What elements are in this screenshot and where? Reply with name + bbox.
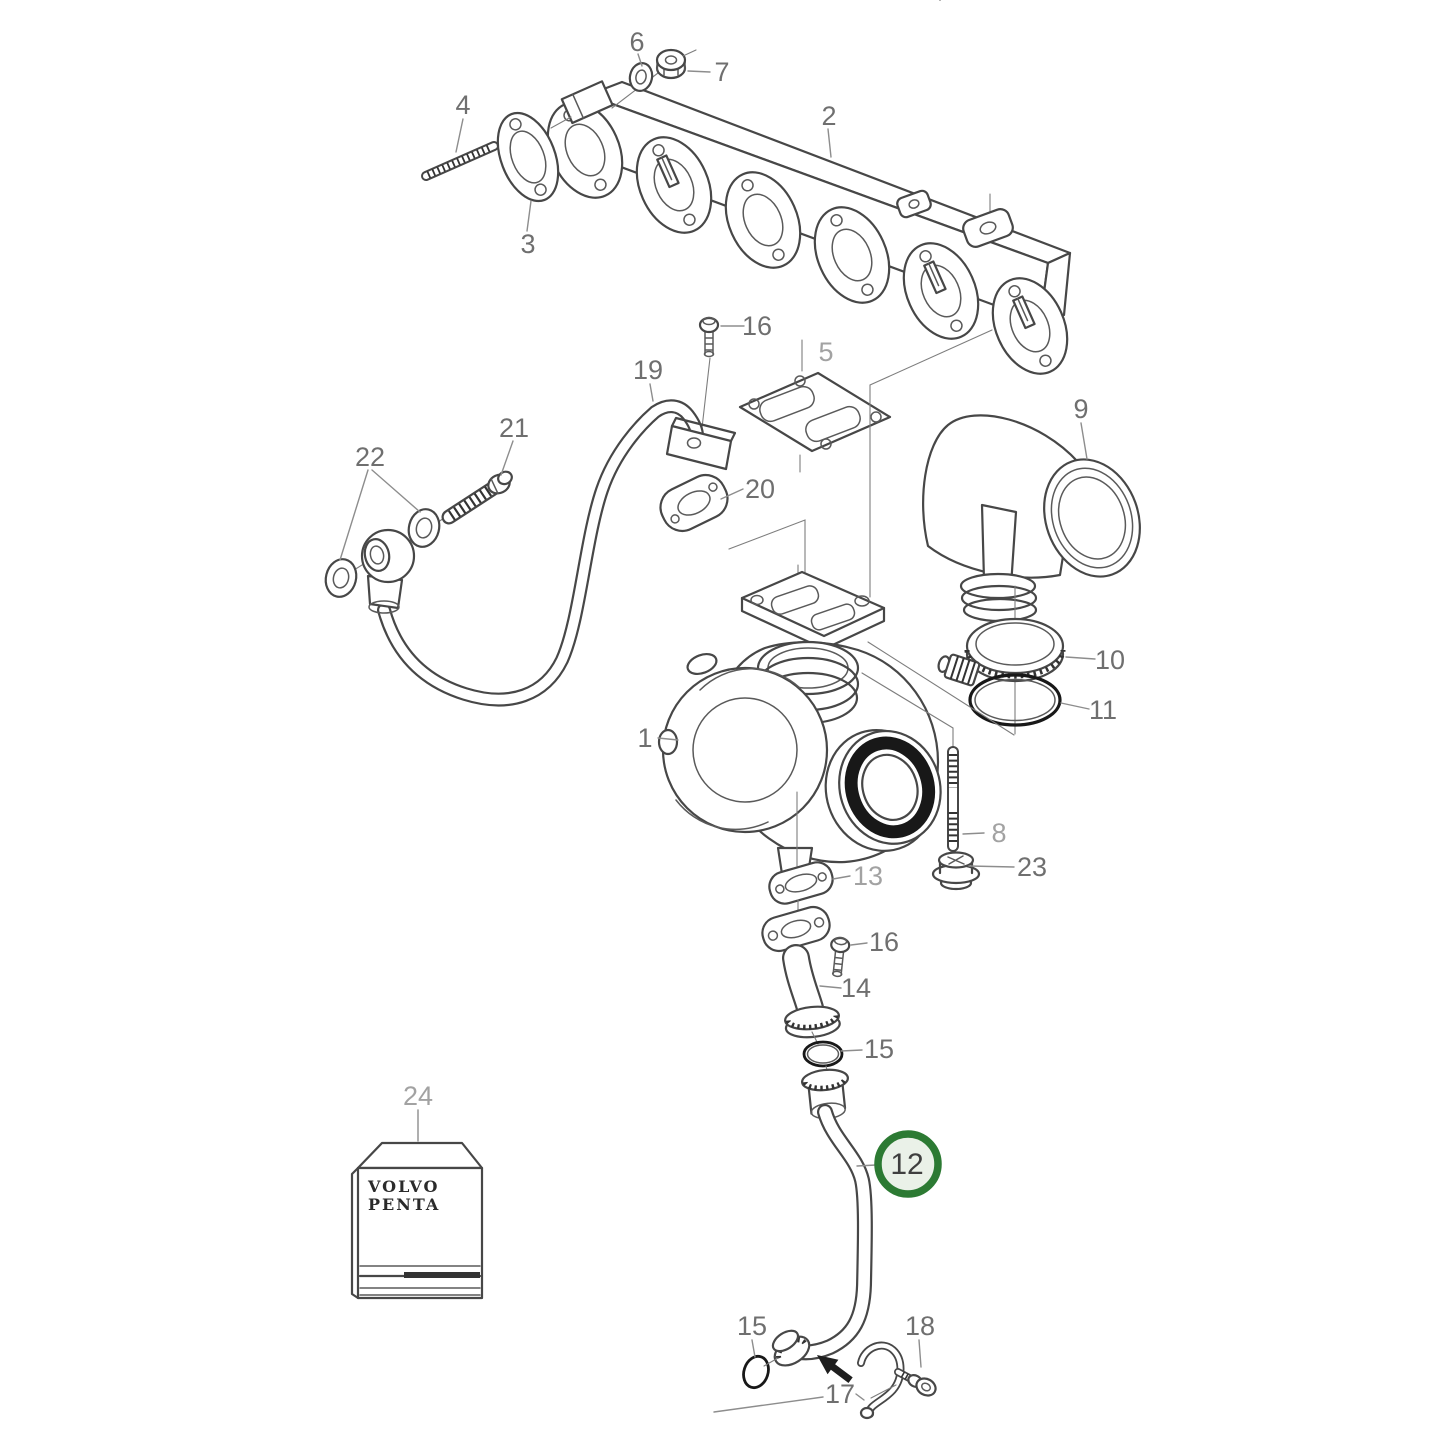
pipe-bracket: [665, 416, 737, 471]
leader-lines: [339, 53, 1096, 1413]
gasket-part3: [496, 111, 560, 203]
callout-5: 5: [818, 337, 833, 367]
nut-part7: [655, 0, 941, 80]
callout-15: 15: [737, 1311, 767, 1341]
gasket-part13: [768, 861, 834, 905]
banjo-bolt-part21: [441, 470, 513, 525]
manifold-stud: [656, 154, 680, 189]
callout-15: 15: [864, 1034, 894, 1064]
callout-13: 13: [853, 861, 883, 891]
manifold-boss: [560, 80, 614, 125]
callout-22: 22: [355, 442, 385, 472]
brand-text-line1: VOLVO: [367, 1177, 440, 1196]
flange-gasket-part20: [659, 473, 729, 533]
callout-3: 3: [520, 229, 535, 259]
manifold-tab: [962, 208, 1014, 248]
callout-16: 16: [742, 311, 772, 341]
oil-drain-pipe-part12: [771, 1068, 873, 1367]
callout-6: 6: [629, 27, 644, 57]
pointer-arrow-icon: [817, 1355, 853, 1383]
bolt-part16-top: [698, 316, 720, 358]
callout-16: 16: [869, 927, 899, 957]
turbocharger-part1: [657, 570, 942, 880]
callout-10: 10: [1095, 645, 1125, 675]
callout-1: 1: [637, 723, 652, 753]
callout-14: 14: [841, 973, 871, 1003]
nut-part23: [931, 851, 981, 891]
o-ring-part15-bottom: [742, 1354, 770, 1390]
highlighted-callout-12: 12: [890, 1148, 923, 1181]
oil-feed-pipe-part19: [377, 399, 705, 707]
manifold-stud: [923, 260, 947, 295]
brand-text-line2: PENTA: [368, 1195, 440, 1214]
highlight-circle-part12: 12: [856, 1130, 942, 1198]
callout-19: 19: [633, 355, 663, 385]
clip-part17: [857, 1341, 905, 1420]
manifold-stud: [1012, 295, 1036, 330]
callout-23: 23: [1017, 852, 1047, 882]
o-ring-part15-mid: [802, 1040, 844, 1068]
callout-24: 24: [403, 1081, 433, 1111]
manifold-tab: [896, 189, 932, 219]
screw-part18: [894, 1368, 937, 1397]
stud-part4: [421, 138, 510, 181]
callout-2: 2: [821, 101, 836, 131]
hose-clamp-part10: [937, 617, 1066, 687]
intake-elbow-part9: [922, 414, 1141, 623]
callout-9: 9: [1073, 394, 1088, 424]
washer-part22-left: [320, 554, 362, 602]
drain-flange-hose-part14: [761, 905, 841, 1039]
callout-11: 11: [1089, 695, 1117, 725]
brand-box-part24: VOLVO PENTA: [350, 1141, 484, 1300]
washer-part6: [628, 62, 654, 92]
callout-21: 21: [499, 413, 529, 443]
callout-8: 8: [991, 818, 1006, 848]
o-ring-part11: [968, 673, 1062, 727]
callout-20: 20: [745, 474, 775, 504]
callout-4: 4: [455, 90, 470, 120]
bolt-part16-low: [826, 935, 852, 979]
exhaust-manifold: [532, 80, 1083, 387]
callout-7: 7: [714, 57, 729, 87]
callout-18: 18: [905, 1311, 935, 1341]
gasket-part5: [738, 371, 892, 453]
banjo-fitting: [360, 528, 416, 614]
callout-17: 17: [825, 1379, 855, 1409]
